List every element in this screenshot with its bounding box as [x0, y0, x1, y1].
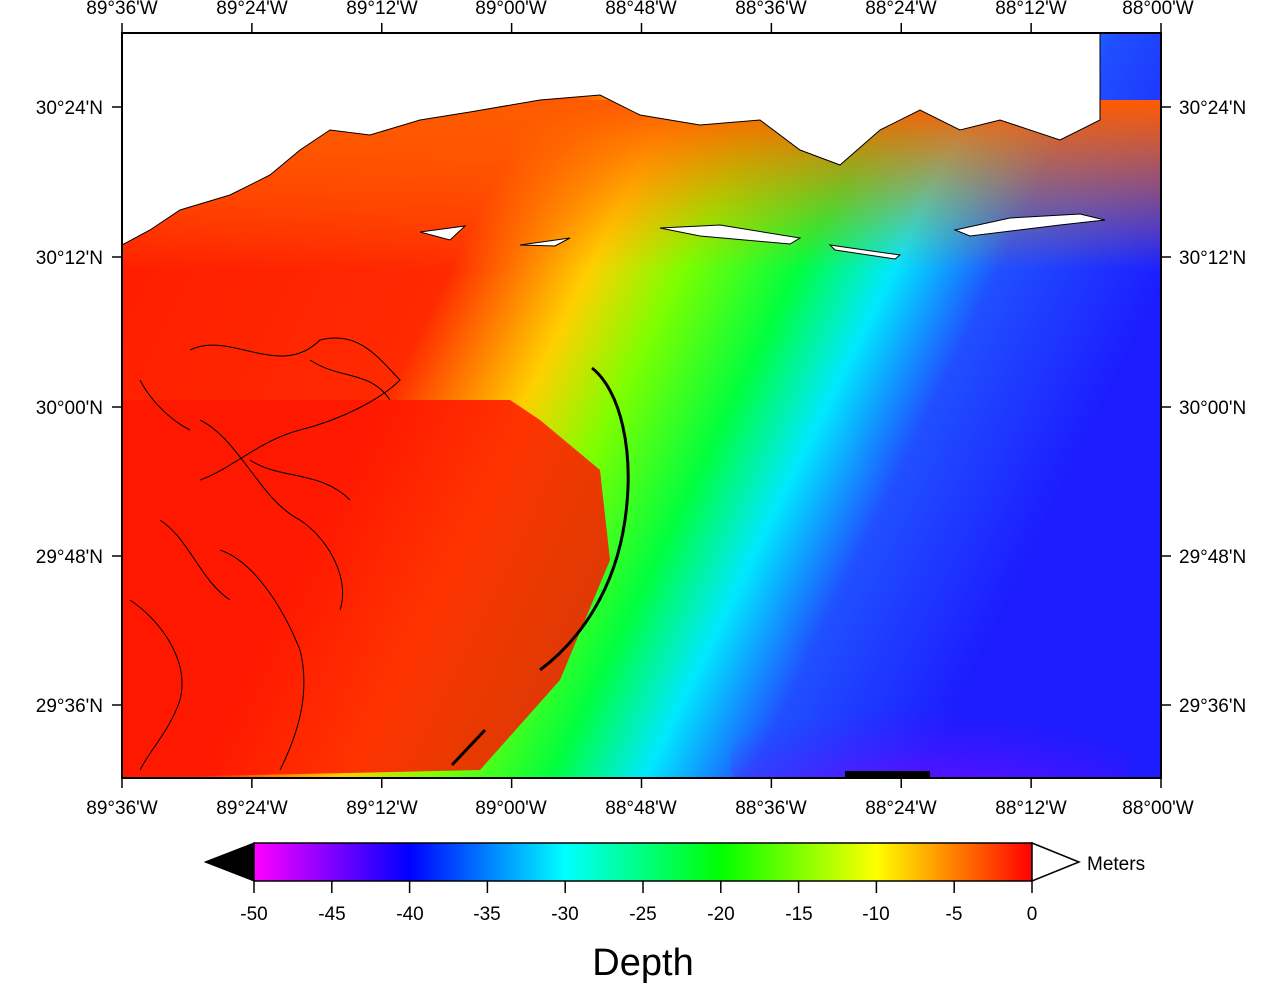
lat-label: 30°24'N [36, 98, 103, 119]
lat-label: 29°48'N [1179, 547, 1246, 568]
lon-label: 88°24'W [865, 0, 936, 19]
colorbar-below-triangle [203, 842, 255, 882]
colorbar-tick-label: -30 [551, 904, 578, 925]
lon-label: 88°24'W [865, 798, 936, 819]
bathymetry-map [122, 33, 1161, 778]
lon-label: 88°48'W [605, 798, 676, 819]
colorbar-unit: Meters [1087, 854, 1145, 875]
marsh-coastlines [129, 337, 401, 771]
barrier-island [519, 237, 571, 247]
lon-label: 88°12'W [995, 798, 1066, 819]
lon-label: 88°48'W [605, 0, 676, 19]
deep-basin [730, 670, 1130, 778]
lat-label: 29°48'N [36, 547, 103, 568]
northern-land [122, 33, 1101, 246]
colorbar: Meters -50 -45 -40 -35 -30 -25 -20 -15 -… [203, 841, 1145, 984]
colorbar-tick-label: -25 [629, 904, 656, 925]
lat-label: 30°00'N [36, 398, 103, 419]
lon-label: 88°36'W [735, 798, 806, 819]
lon-label: 89°24'W [216, 0, 287, 19]
lat-labels-left: 30°24'N 30°12'N 30°00'N 29°48'N 29°36'N [36, 98, 103, 717]
colorbar-tick-label: -15 [785, 904, 812, 925]
colorbar-tick-label: -10 [862, 904, 889, 925]
chandeleur-islands [539, 366, 630, 672]
barrier-island [953, 213, 1106, 237]
lon-label: 88°00'W [1122, 798, 1193, 819]
lat-label: 29°36'N [1179, 696, 1246, 717]
lon-label: 89°12'W [346, 0, 417, 19]
colorbar-title: Depth [592, 942, 693, 984]
lon-label: 88°36'W [735, 0, 806, 19]
colorbar-tick-label: 0 [1027, 904, 1038, 925]
lat-label: 30°24'N [1179, 98, 1246, 119]
colorbar-scale [253, 842, 1033, 882]
colorbar-tick-label: -20 [707, 904, 734, 925]
barrier-island [419, 225, 467, 241]
lat-label: 30°12'N [1179, 248, 1246, 269]
lon-labels-bottom: 89°36'W 89°24'W 89°12'W 89°00'W 88°48'W … [86, 798, 1193, 819]
lon-label: 89°36'W [86, 798, 157, 819]
lon-label: 88°00'W [1122, 0, 1193, 19]
lat-labels-right: 30°24'N 30°12'N 30°00'N 29°48'N 29°36'N [1179, 98, 1246, 717]
barrier-island [659, 224, 802, 245]
island [450, 728, 487, 767]
colorbar-tick-label: -50 [240, 904, 267, 925]
lon-label: 88°12'W [995, 0, 1066, 19]
south-land-patch [845, 771, 930, 778]
lat-label: 30°00'N [1179, 398, 1246, 419]
colorbar-above-triangle [1031, 841, 1082, 883]
lon-labels-top: 89°36'W 89°24'W 89°12'W 89°00'W 88°48'W … [86, 0, 1193, 19]
frame-ticks [112, 23, 1171, 788]
colorbar-tick-labels: -50 -45 -40 -35 -30 -25 -20 -15 -10 -5 0 [240, 904, 1037, 925]
lat-label: 30°12'N [36, 248, 103, 269]
lon-label: 89°00'W [475, 798, 546, 819]
delta-shallows [122, 400, 610, 778]
colorbar-ticks [253, 881, 1033, 893]
barrier-island [828, 244, 902, 260]
colorbar-tick-label: -45 [318, 904, 345, 925]
lat-label: 29°36'N [36, 696, 103, 717]
lon-label: 89°36'W [86, 0, 157, 19]
colorbar-tick-label: -40 [396, 904, 423, 925]
lon-label: 89°00'W [475, 0, 546, 19]
colorbar-tick-label: -35 [473, 904, 500, 925]
lon-label: 89°24'W [216, 798, 287, 819]
colorbar-tick-label: -5 [946, 904, 963, 925]
lon-label: 89°12'W [346, 798, 417, 819]
